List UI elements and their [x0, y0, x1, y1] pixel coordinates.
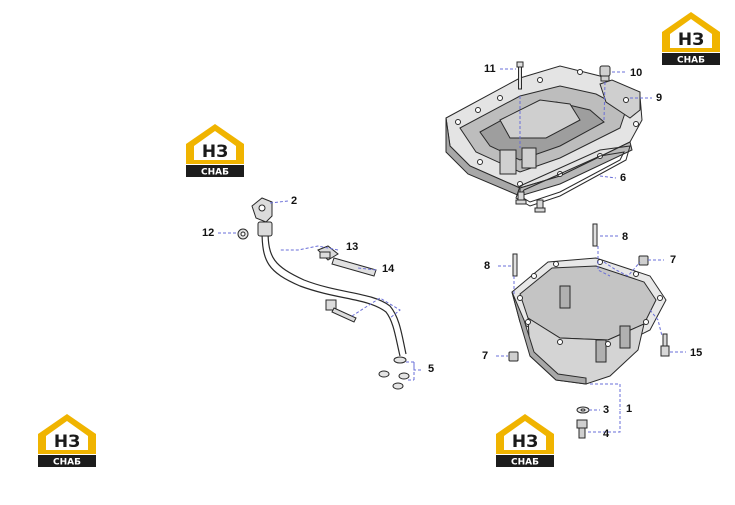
- bolt-14: [331, 257, 377, 277]
- callout-10: 10: [630, 67, 643, 79]
- svg-text:НЗ: НЗ: [678, 30, 704, 50]
- callout-8-left: 8: [484, 260, 491, 272]
- logo-bottom-center: НЗ СНАБ: [494, 412, 556, 468]
- callout-13: 13: [346, 241, 359, 253]
- o-rings-5: [378, 356, 410, 390]
- logo-left-top: НЗ СНАБ: [184, 122, 246, 178]
- callout-7-left: 7: [482, 350, 489, 362]
- callout-1: 1: [626, 403, 633, 415]
- bracket-13: [317, 245, 339, 261]
- lower-oil-pan: [511, 257, 667, 385]
- svg-text:НЗ: НЗ: [54, 432, 80, 452]
- studs-8: [512, 223, 598, 277]
- svg-text:НЗ: НЗ: [202, 142, 228, 162]
- upper-oil-pan: [445, 65, 643, 197]
- callout-9: 9: [656, 92, 663, 104]
- svg-text:СНАБ: СНАБ: [201, 168, 229, 178]
- dipstick-tube-joint: [257, 221, 273, 237]
- tube-clamp-bolt: [325, 299, 357, 323]
- leader-lines: [218, 68, 686, 433]
- svg-text:СНАБ: СНАБ: [511, 458, 539, 468]
- callout-15: 15: [690, 347, 703, 359]
- drain-plug-4: [576, 419, 588, 439]
- logo-top-right: НЗ СНАБ: [660, 10, 722, 66]
- svg-text:НЗ: НЗ: [512, 432, 538, 452]
- callout-14: 14: [382, 263, 395, 275]
- svg-text:СНАБ: СНАБ: [53, 458, 81, 468]
- callout-8-right: 8: [622, 231, 629, 243]
- callout-11: 11: [484, 63, 496, 75]
- dipstick-handle-2: [251, 197, 273, 223]
- o-ring-12: [237, 228, 249, 240]
- nuts-7: [508, 255, 649, 362]
- bolt-15: [660, 333, 670, 357]
- upper-pan-bolts: [515, 191, 546, 213]
- callout-5: 5: [428, 363, 435, 375]
- bolt-11: [516, 61, 524, 90]
- dipstick-guide-tube: [261, 229, 407, 357]
- svg-text:СНАБ: СНАБ: [677, 56, 705, 66]
- callout-3: 3: [603, 404, 610, 416]
- callout-4: 4: [603, 428, 610, 440]
- drain-washer-3: [576, 406, 590, 414]
- callout-6: 6: [620, 172, 627, 184]
- plug-10: [599, 65, 611, 82]
- callout-7-right: 7: [670, 254, 677, 266]
- callout-12: 12: [202, 227, 215, 239]
- callout-2: 2: [291, 195, 298, 207]
- logo-bottom-left: НЗ СНАБ: [36, 412, 98, 468]
